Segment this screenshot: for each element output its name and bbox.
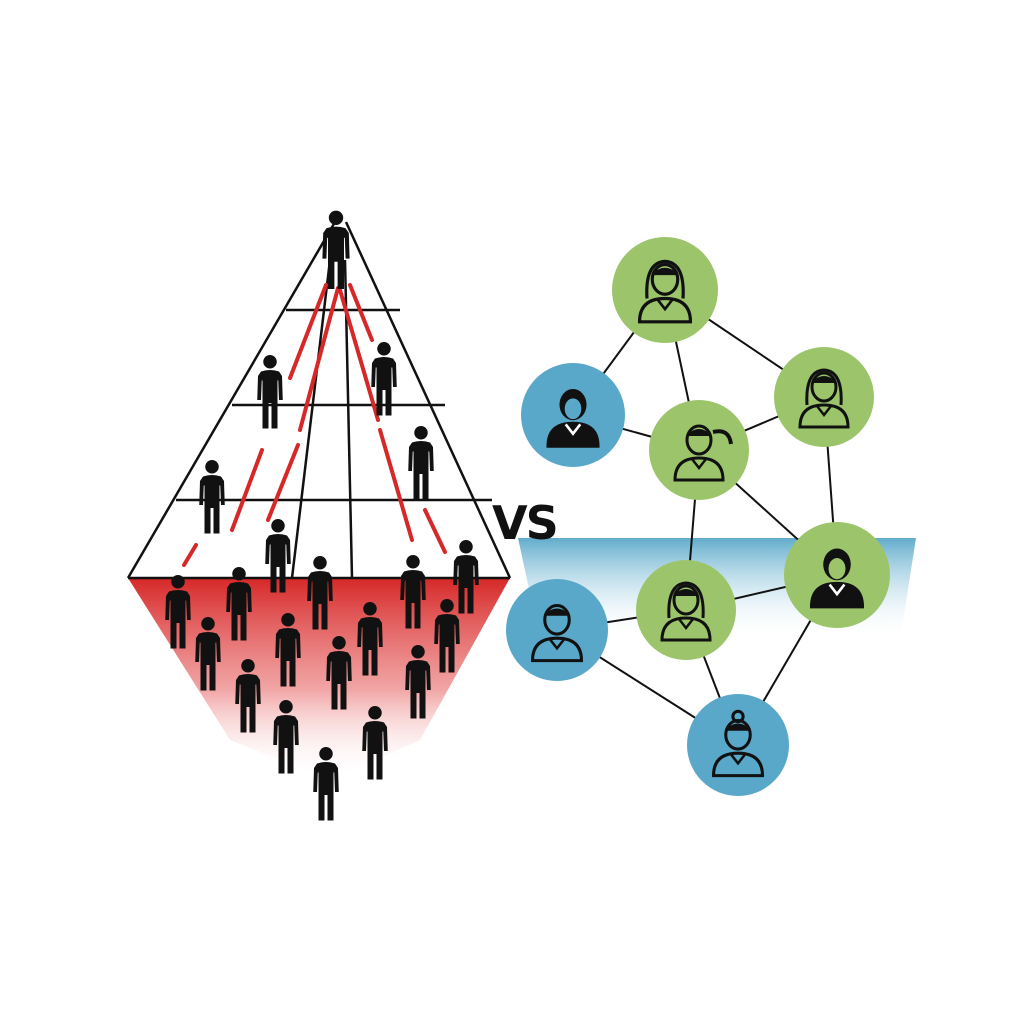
network-diagram: [506, 237, 916, 796]
network-node-n4: [774, 347, 874, 447]
network-nodes: [506, 237, 890, 796]
node-circle: [649, 400, 749, 500]
woman-bob-hair-icon: [530, 603, 584, 663]
network-node-n6: [506, 579, 608, 681]
pyramid-base-red-zone: [128, 578, 510, 780]
network-node-n3: [649, 400, 749, 500]
supervisor-person-icon: [408, 426, 434, 500]
command-arrows: [182, 283, 447, 567]
network-node-n7: [636, 560, 736, 660]
pyramid-outline: [126, 221, 512, 580]
woman-suit-icon: [546, 389, 600, 448]
network-node-n8: [687, 694, 789, 796]
vs-label: VS: [492, 496, 559, 550]
network-node-n2: [521, 363, 625, 467]
network-node-n1: [612, 237, 718, 343]
woman-ponytail-icon: [673, 424, 733, 482]
node-circle: [636, 560, 736, 660]
woman-bun-hair-icon: [711, 709, 765, 778]
woman-long-hair-icon: [798, 368, 850, 429]
man-short-hair-icon: [809, 548, 865, 609]
supervisor-person-icon: [199, 460, 225, 534]
woman-long-hair-suit-icon: [660, 581, 712, 642]
network-node-n5: [784, 522, 890, 628]
node-circle: [506, 579, 608, 681]
node-circle: [612, 237, 718, 343]
node-circle: [774, 347, 874, 447]
manager-person-icon: [257, 355, 283, 429]
node-circle: [687, 694, 789, 796]
woman-long-hair-suit-icon: [637, 259, 693, 324]
hierarchy-pyramid: [126, 210, 512, 821]
